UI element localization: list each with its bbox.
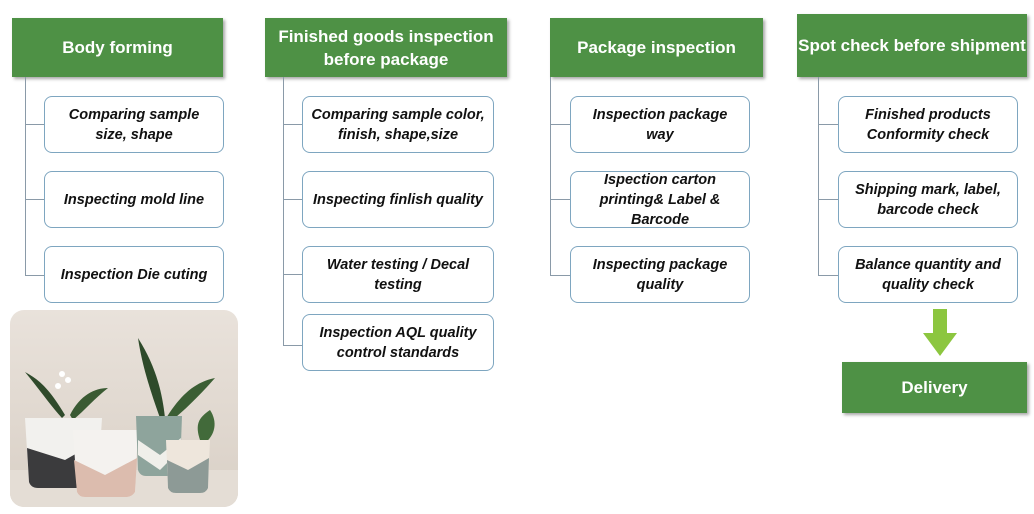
step-box: Comparing sample color, finish, shape,si… [302,96,494,153]
connector-branch [550,124,570,125]
column-header-package-inspection: Package inspection [550,18,763,77]
connector-branch [818,275,838,276]
connector-branch [283,124,303,125]
connector-branch [283,274,303,275]
connector-branch [25,124,45,125]
connector-branch [283,199,303,200]
step-box: Inspection AQL quality control standards [302,314,494,371]
step-box: Inspecting mold line [44,171,224,228]
connector-branch [25,199,45,200]
connector-trunk [283,77,284,345]
step-box: Finished products Conformity check [838,96,1018,153]
step-box: Shipping mark, label, barcode check [838,171,1018,228]
step-box: Inspection package way [570,96,750,153]
down-arrow-icon [923,309,957,356]
column-header-spot-check: Spot check before shipment [797,14,1027,77]
connector-trunk [550,77,551,275]
column-header-finished-goods: Finished goods inspection before package [265,18,507,77]
delivery-box: Delivery [842,362,1027,413]
step-box: Balance quantity and quality check [838,246,1018,303]
connector-branch [818,199,838,200]
connector-branch [25,275,45,276]
step-box: Ispection carton printing& Label & Barco… [570,171,750,228]
connector-trunk [818,77,819,275]
step-box: Water testing / Decal testing [302,246,494,303]
connector-trunk [25,77,26,275]
step-box: Inspection Die cuting [44,246,224,303]
connector-branch [283,345,303,346]
connector-branch [550,275,570,276]
plant-pots-photo [10,310,238,507]
connector-branch [818,124,838,125]
column-header-body-forming: Body forming [12,18,223,77]
connector-branch [550,199,570,200]
step-box: Comparing sample size, shape [44,96,224,153]
step-box: Inspecting finlish quality [302,171,494,228]
step-box: Inspecting package quality [570,246,750,303]
